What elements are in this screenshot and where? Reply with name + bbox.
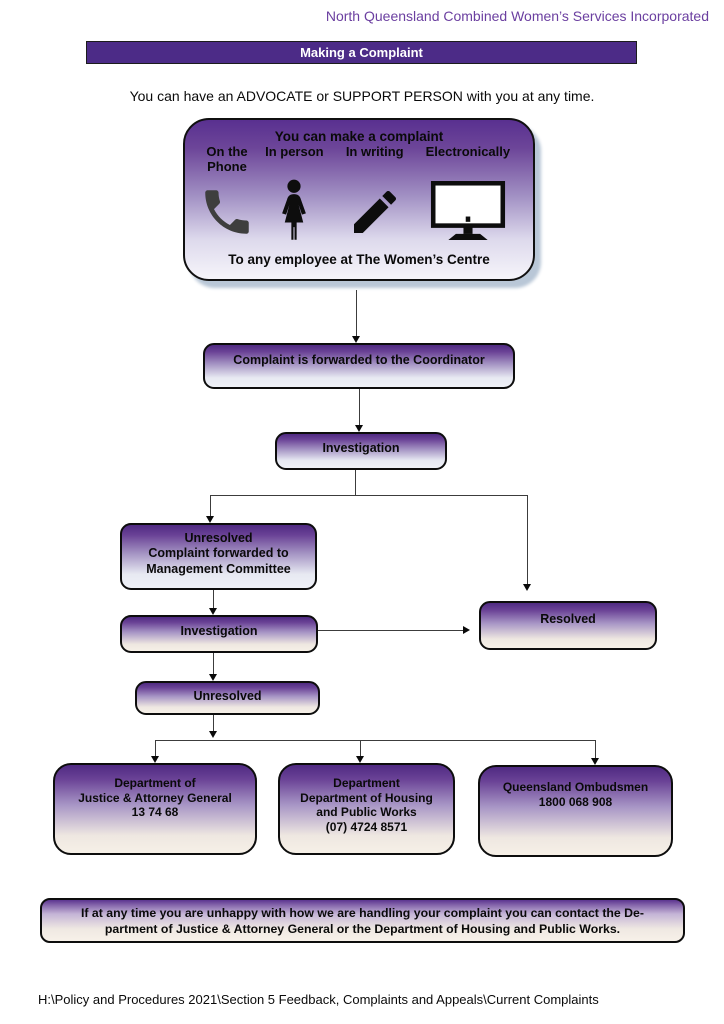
connector-unresolved-stem bbox=[213, 715, 214, 732]
dept-housing-line-2: Department of Housing bbox=[300, 790, 433, 805]
node-coordinator: Complaint is forwarded to the Coordinato… bbox=[203, 343, 515, 389]
connector-branch-right-drop bbox=[527, 495, 528, 584]
arrowhead-to-justice bbox=[151, 756, 159, 763]
method-label: Electronically bbox=[425, 144, 511, 159]
method-in-person: In person bbox=[256, 144, 333, 246]
escalation-notice: If at any time you are unhappy with how … bbox=[40, 898, 685, 943]
person-icon bbox=[274, 178, 314, 246]
ombudsman-phone: 1800 068 908 bbox=[538, 794, 613, 809]
page-title: Making a Complaint bbox=[86, 41, 637, 64]
arrowhead-to-unresolved bbox=[209, 674, 217, 681]
pencil-icon bbox=[347, 178, 403, 246]
arrowhead-to-committee bbox=[206, 516, 214, 523]
connector-coordinator-to-investigation bbox=[359, 389, 360, 425]
method-label: On the Phone bbox=[206, 144, 248, 174]
connector-drop-ombudsman bbox=[595, 740, 596, 758]
method-in-writing: In writing bbox=[333, 144, 417, 246]
connector-bigbox-to-coordinator bbox=[356, 290, 357, 336]
complaint-methods-box: You can make a complaint On the Phone In… bbox=[183, 118, 535, 281]
complaint-methods-row: On the Phone In person In writing Electr… bbox=[185, 144, 533, 246]
arrowhead-to-ombudsman bbox=[591, 758, 599, 765]
dept-housing-line-1: Department bbox=[333, 776, 400, 790]
node-management-committee: Unresolved Complaint forwarded to Manage… bbox=[120, 523, 317, 590]
arrowhead-unresolved-junction bbox=[209, 731, 217, 738]
arrowhead-to-investigation bbox=[355, 425, 363, 432]
connector-investigation2-to-resolved bbox=[318, 630, 463, 631]
dept-housing-line-3: and Public Works bbox=[316, 805, 417, 820]
dept-justice-line-2: Justice & Attorney General bbox=[78, 790, 232, 805]
node-resolved-label: Resolved bbox=[540, 612, 596, 626]
connector-committee-to-investigation2 bbox=[213, 590, 214, 608]
method-label: In person bbox=[265, 144, 324, 159]
complaint-methods-footer: To any employee at The Women’s Centre bbox=[228, 252, 490, 267]
arrowhead-right-to-resolved bbox=[463, 626, 470, 634]
connector-drop-justice bbox=[155, 740, 156, 756]
node-unresolved: Unresolved bbox=[135, 681, 320, 715]
node-dept-housing: Department Department of Housing and Pub… bbox=[278, 763, 455, 855]
arrowhead-to-investigation2 bbox=[209, 608, 217, 615]
node-coordinator-label: Complaint is forwarded to the Coordinato… bbox=[233, 353, 485, 367]
committee-line-2: Complaint forwarded to bbox=[148, 546, 289, 561]
connector-drop-housing bbox=[360, 740, 361, 756]
method-electronically: Electronically bbox=[417, 144, 519, 246]
committee-line-3: Management Committee bbox=[146, 561, 291, 576]
arrowhead-to-housing bbox=[356, 756, 364, 763]
notice-line-2: partment of Justice & Attorney General o… bbox=[104, 921, 621, 936]
dept-housing-phone: (07) 4724 8571 bbox=[325, 819, 408, 834]
node-investigation-2-label: Investigation bbox=[180, 624, 258, 638]
phone-icon bbox=[198, 178, 256, 246]
connector-branch-crossbar bbox=[210, 495, 528, 496]
notice-line-1: If at any time you are unhappy with how … bbox=[80, 906, 644, 920]
file-path: H:\Policy and Procedures 2021\Section 5 … bbox=[38, 992, 599, 1007]
method-on-the-phone: On the Phone bbox=[198, 144, 256, 246]
ombudsman-line-1: Queensland Ombudsmen bbox=[502, 780, 649, 794]
method-label: In writing bbox=[345, 144, 404, 159]
node-dept-justice: Department of Justice & Attorney General… bbox=[53, 763, 257, 855]
arrowhead-to-coordinator bbox=[352, 336, 360, 343]
organisation-name: North Queensland Combined Women’s Servic… bbox=[325, 8, 709, 24]
node-unresolved-label: Unresolved bbox=[193, 689, 262, 703]
node-investigation-2: Investigation bbox=[120, 615, 318, 653]
complaint-methods-title: You can make a complaint bbox=[274, 129, 444, 144]
connector-departments-crossbar bbox=[155, 740, 596, 741]
connector-investigation2-to-unresolved bbox=[213, 653, 214, 674]
advocate-note: You can have an ADVOCATE or SUPPORT PERS… bbox=[129, 88, 595, 104]
connector-branch-left-drop bbox=[210, 495, 211, 516]
dept-justice-phone: 13 74 68 bbox=[131, 805, 179, 820]
connector-investigation-branch-stem bbox=[355, 470, 356, 495]
monitor-icon bbox=[430, 178, 506, 246]
arrowhead-to-resolved bbox=[523, 584, 531, 591]
dept-justice-line-1: Department of bbox=[114, 776, 196, 790]
committee-line-1: Unresolved bbox=[184, 531, 253, 545]
node-investigation-1: Investigation bbox=[275, 432, 447, 470]
node-resolved: Resolved bbox=[479, 601, 657, 650]
node-ombudsman: Queensland Ombudsmen 1800 068 908 bbox=[478, 765, 673, 857]
node-investigation-1-label: Investigation bbox=[322, 441, 400, 455]
